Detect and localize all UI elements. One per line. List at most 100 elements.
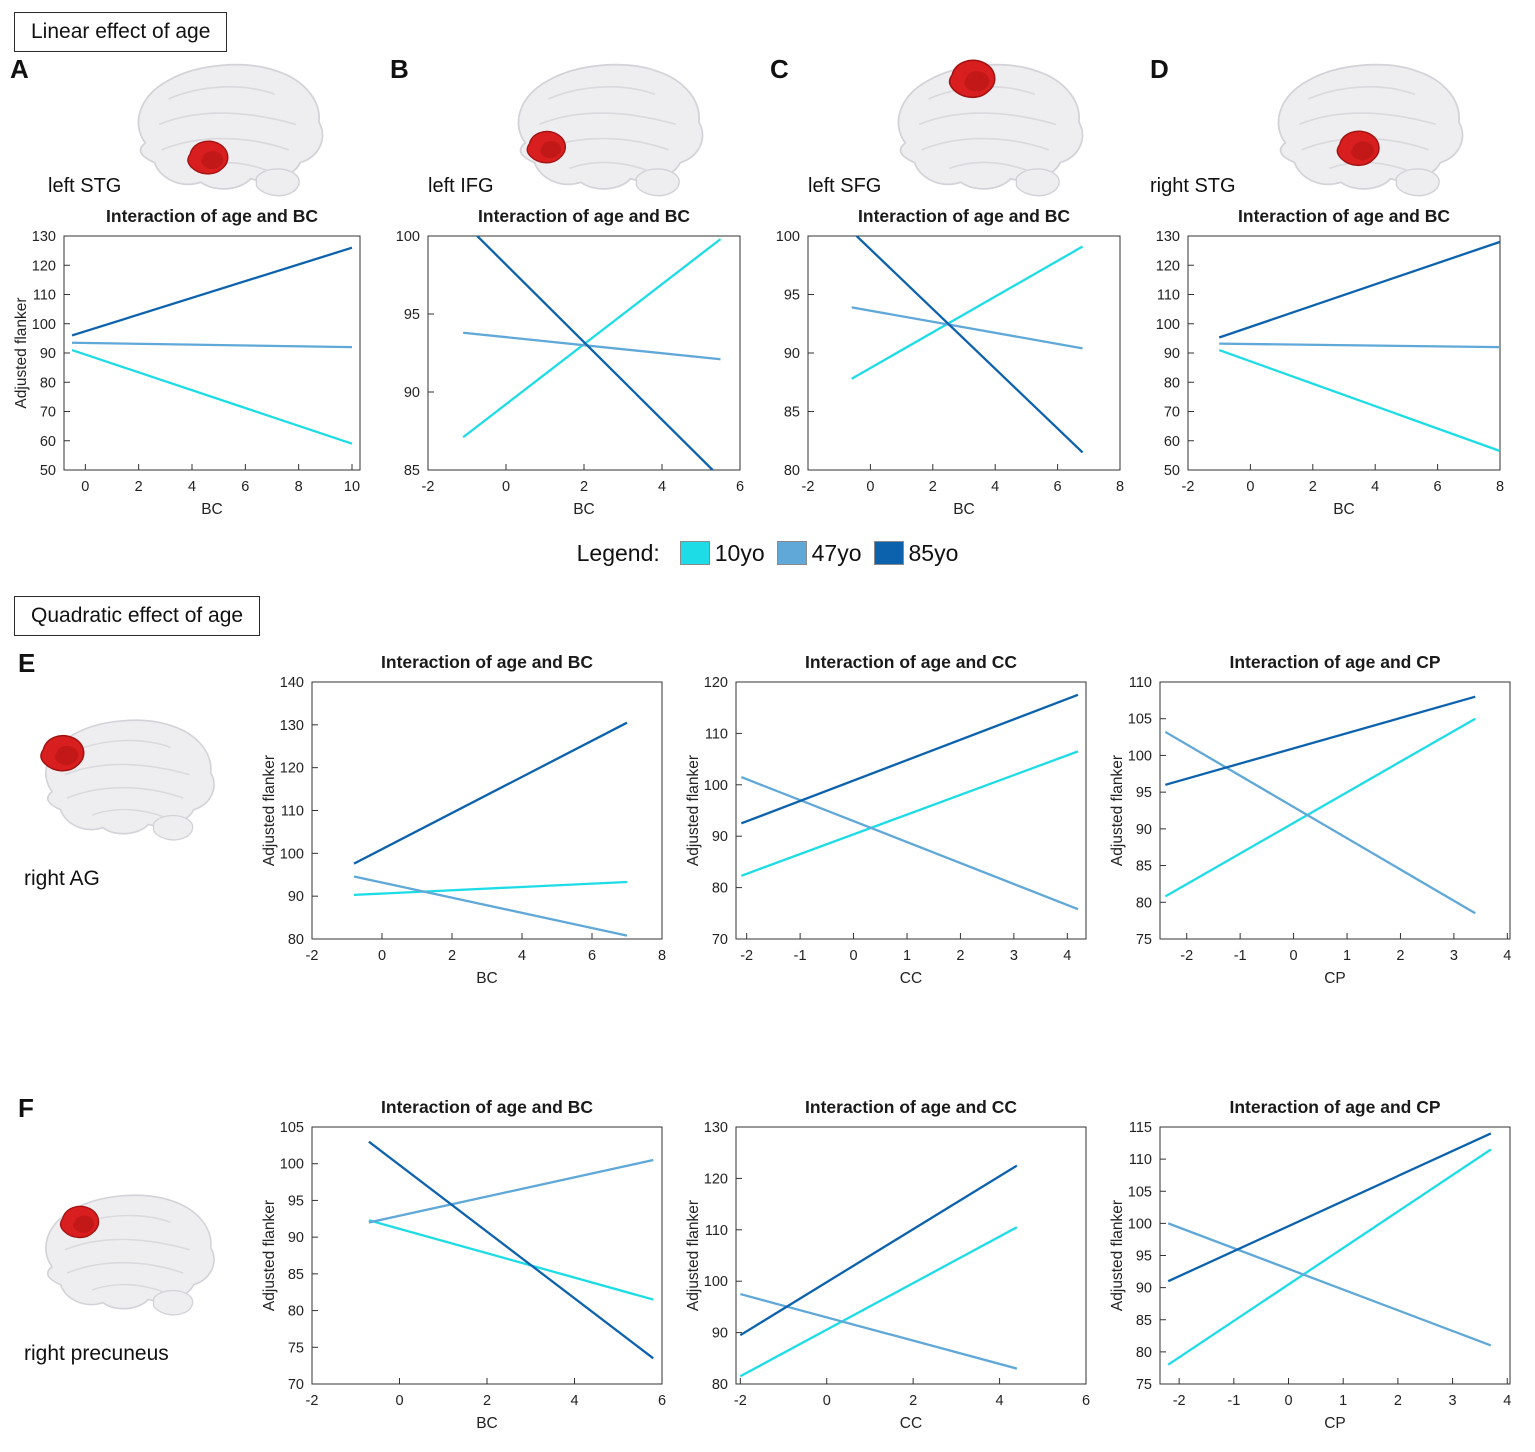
brain-left-ifg-icon xyxy=(517,63,704,197)
panel-b-header: B left IFG xyxy=(382,54,762,200)
svg-text:Interaction of age and CC: Interaction of age and CC xyxy=(805,1097,1017,1117)
svg-text:120: 120 xyxy=(32,258,56,274)
section-quadratic-title: Quadratic effect of age xyxy=(14,596,261,636)
svg-text:70: 70 xyxy=(1164,405,1180,421)
svg-text:2: 2 xyxy=(580,479,588,495)
svg-text:BC: BC xyxy=(573,501,595,518)
svg-text:80: 80 xyxy=(288,1304,304,1320)
svg-text:0: 0 xyxy=(378,948,386,964)
svg-text:100: 100 xyxy=(1128,748,1152,764)
svg-text:100: 100 xyxy=(280,1157,304,1173)
brain-right-ag-icon xyxy=(40,719,215,841)
svg-text:100: 100 xyxy=(1156,317,1180,333)
svg-text:2: 2 xyxy=(909,1393,917,1409)
svg-text:75: 75 xyxy=(1136,1377,1152,1393)
panel-d-region-label: right STG xyxy=(1150,175,1236,197)
svg-text:-2: -2 xyxy=(1182,479,1195,495)
svg-text:8: 8 xyxy=(1116,479,1124,495)
svg-text:2: 2 xyxy=(1394,1393,1402,1409)
svg-text:105: 105 xyxy=(280,1120,304,1136)
svg-text:140: 140 xyxy=(280,675,304,691)
svg-text:90: 90 xyxy=(288,1230,304,1246)
svg-text:Interaction of age and CC: Interaction of age and CC xyxy=(805,652,1017,672)
svg-text:BC: BC xyxy=(953,501,975,518)
svg-text:2: 2 xyxy=(1396,948,1404,964)
panel-c-letter: C xyxy=(770,54,789,84)
svg-text:90: 90 xyxy=(1136,1281,1152,1297)
svg-text:80: 80 xyxy=(784,463,800,479)
svg-text:85: 85 xyxy=(404,463,420,479)
svg-text:Adjusted flanker: Adjusted flanker xyxy=(261,755,278,866)
svg-text:Interaction of age and BC: Interaction of age and BC xyxy=(858,206,1070,226)
svg-text:110: 110 xyxy=(1129,1152,1152,1168)
legend-swatch-47yo-icon xyxy=(776,541,807,565)
svg-text:105: 105 xyxy=(1128,712,1152,728)
legend-label: Legend: xyxy=(576,539,660,566)
svg-text:50: 50 xyxy=(1164,463,1180,479)
svg-text:85: 85 xyxy=(1136,859,1152,875)
panel-a-region-label: left STG xyxy=(48,175,122,197)
svg-text:-2: -2 xyxy=(1173,1393,1186,1409)
svg-text:Adjusted flanker: Adjusted flanker xyxy=(685,1200,702,1311)
svg-text:-2: -2 xyxy=(306,1393,319,1409)
section-linear-title: Linear effect of age xyxy=(14,12,228,52)
svg-text:85: 85 xyxy=(1136,1313,1152,1329)
svg-text:90: 90 xyxy=(40,346,56,362)
svg-text:100: 100 xyxy=(704,1274,728,1290)
legend-item-47yo: 47yo xyxy=(776,540,862,567)
svg-text:90: 90 xyxy=(1164,346,1180,362)
svg-text:-2: -2 xyxy=(740,948,753,964)
svg-text:60: 60 xyxy=(1164,434,1180,450)
brain-left-stg-icon xyxy=(137,63,324,197)
svg-text:75: 75 xyxy=(1136,932,1152,948)
svg-text:Adjusted flanker: Adjusted flanker xyxy=(1109,755,1126,866)
panel-f-letter: F xyxy=(18,1093,34,1123)
svg-text:8: 8 xyxy=(658,948,666,964)
svg-text:1: 1 xyxy=(1343,948,1351,964)
panel-e-letter: E xyxy=(18,648,36,678)
svg-text:Interaction of age and CP: Interaction of age and CP xyxy=(1230,652,1441,672)
svg-text:80: 80 xyxy=(712,1377,728,1393)
svg-text:4: 4 xyxy=(1503,948,1511,964)
svg-text:130: 130 xyxy=(280,718,304,734)
svg-text:Interaction of age and BC: Interaction of age and BC xyxy=(1238,206,1450,226)
svg-text:95: 95 xyxy=(404,307,420,323)
legend-item-85yo: 85yo xyxy=(873,540,958,567)
svg-text:70: 70 xyxy=(40,405,56,421)
svg-text:70: 70 xyxy=(288,1377,304,1393)
svg-text:95: 95 xyxy=(288,1193,304,1209)
svg-text:Adjusted flanker: Adjusted flanker xyxy=(13,297,30,408)
svg-text:Interaction of age and CP: Interaction of age and CP xyxy=(1230,1097,1441,1117)
svg-text:0: 0 xyxy=(1246,479,1254,495)
svg-text:BC: BC xyxy=(476,970,498,987)
svg-text:4: 4 xyxy=(570,1393,578,1409)
svg-text:-1: -1 xyxy=(1227,1393,1240,1409)
svg-text:90: 90 xyxy=(712,1326,728,1342)
svg-text:2: 2 xyxy=(483,1393,491,1409)
svg-text:2: 2 xyxy=(448,948,456,964)
svg-text:80: 80 xyxy=(1164,375,1180,391)
svg-text:75: 75 xyxy=(288,1340,304,1356)
svg-text:Adjusted flanker: Adjusted flanker xyxy=(1109,1200,1126,1311)
svg-text:6: 6 xyxy=(588,948,596,964)
svg-text:BC: BC xyxy=(476,1415,498,1432)
svg-text:100: 100 xyxy=(704,778,728,794)
svg-text:80: 80 xyxy=(1136,895,1152,911)
svg-text:0: 0 xyxy=(502,479,510,495)
svg-text:110: 110 xyxy=(1157,288,1180,304)
svg-text:10: 10 xyxy=(344,479,360,495)
svg-text:6: 6 xyxy=(241,479,249,495)
svg-text:130: 130 xyxy=(704,1120,728,1136)
svg-text:95: 95 xyxy=(1136,1249,1152,1265)
panel-e-region-label: right AG xyxy=(24,867,100,890)
svg-text:100: 100 xyxy=(396,229,420,245)
svg-text:-2: -2 xyxy=(306,948,319,964)
svg-text:110: 110 xyxy=(1129,675,1152,691)
